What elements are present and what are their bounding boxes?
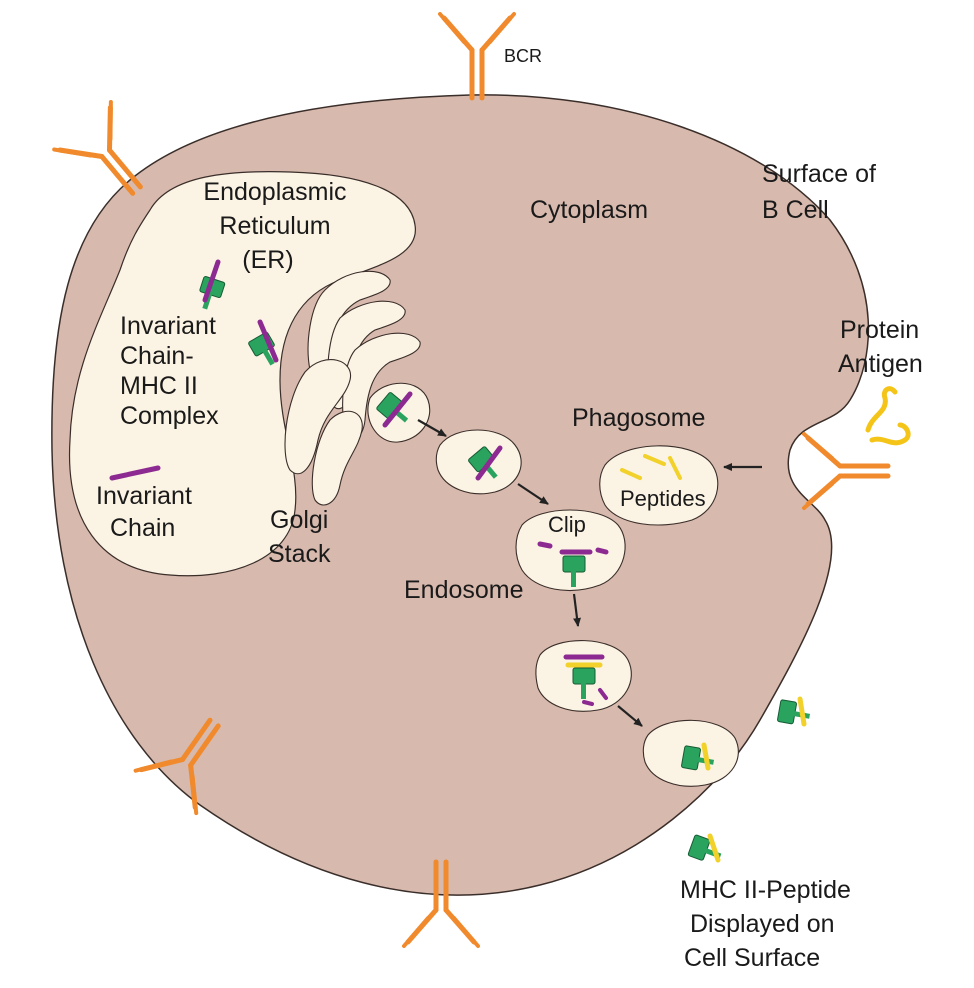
- label-endosome: Endosome: [404, 576, 524, 604]
- label-peptides: Peptides: [620, 486, 706, 511]
- label-display-3: Cell Surface: [684, 944, 820, 972]
- invariant-chain-icon: [582, 700, 594, 706]
- label-golgi-2: Stack: [268, 540, 331, 568]
- bcr-receptor-icon: [804, 434, 888, 508]
- label-surface-of-b-cell-2: B Cell: [762, 196, 829, 224]
- label-invariant-chain-2: Chain: [110, 514, 175, 542]
- bcr-receptor-icon: [440, 14, 514, 98]
- peptide-icon: [620, 454, 682, 480]
- invariant-chain-icon: [382, 391, 413, 428]
- label-er-1: Endoplasmic: [203, 178, 346, 206]
- label-protein-antigen-2: Antigen: [838, 350, 923, 378]
- peptide-icon: [797, 696, 807, 727]
- label-invariant-chain-1: Invariant: [96, 482, 192, 510]
- invariant-chain-icon: [202, 259, 221, 303]
- invariant-chain-icon: [109, 465, 161, 481]
- arrow-icon: [417, 419, 762, 727]
- label-golgi-1: Golgi: [270, 506, 328, 534]
- label-bcr: BCR: [504, 46, 542, 66]
- invariant-chain-icon: [475, 445, 503, 481]
- label-cytoplasm: Cytoplasm: [530, 196, 648, 224]
- label-er-2: Reticulum: [219, 212, 330, 240]
- label-phagosome: Phagosome: [572, 404, 705, 432]
- protein-antigen-icon: [865, 386, 911, 446]
- label-complex-4: Complex: [120, 402, 219, 430]
- mhc-ii-icon: [776, 699, 813, 728]
- invariant-chain-icon: [257, 319, 279, 363]
- invariant-chain-icon: [537, 541, 553, 549]
- label-surface-of-b-cell: Surface of: [762, 160, 876, 188]
- label-complex-2: Chain-: [120, 342, 194, 370]
- label-display-2: Displayed on: [690, 910, 835, 938]
- label-display-1: MHC II-Peptide: [680, 876, 851, 904]
- golgi-stack: [284, 270, 431, 506]
- label-clip: Clip: [548, 512, 586, 537]
- invariant-chain-icon: [595, 547, 609, 555]
- label-complex-3: MHC II: [120, 372, 198, 400]
- label-er-3: (ER): [242, 246, 293, 274]
- label-complex-1: Invariant: [120, 312, 216, 340]
- peptide-icon: [707, 833, 721, 863]
- invariant-chain-icon: [598, 688, 608, 700]
- peptide-icon: [701, 742, 711, 771]
- phagosome: [599, 445, 719, 526]
- label-protein-antigen-1: Protein: [840, 316, 919, 344]
